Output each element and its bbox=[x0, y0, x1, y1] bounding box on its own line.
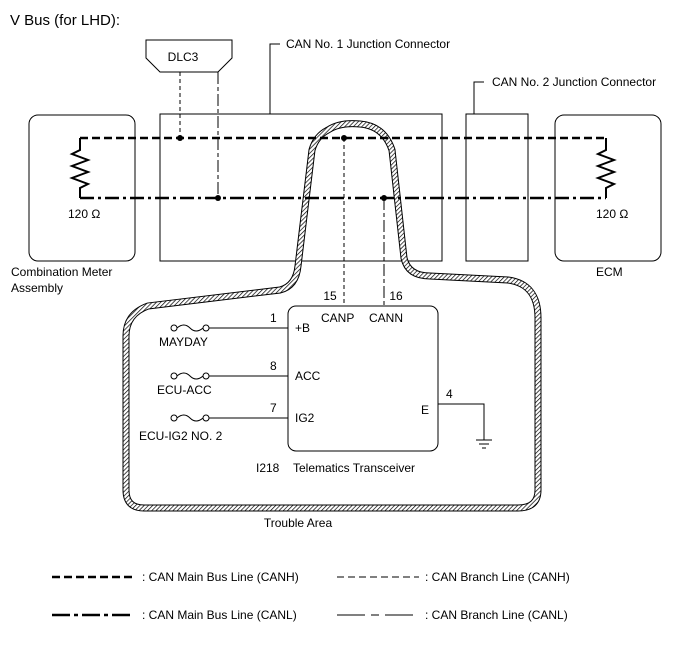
fuse-mayday-symbol bbox=[170, 324, 210, 332]
pin-b-number: 1 bbox=[270, 311, 277, 325]
legend-main-canh-label: : CAN Main Bus Line (CANH) bbox=[142, 570, 299, 584]
ecm-name: ECM bbox=[596, 265, 623, 279]
combination-meter-name-line2: Assembly bbox=[11, 281, 63, 295]
diagram-title: V Bus (for LHD): bbox=[10, 12, 120, 29]
fuse-ecu-acc-label: ECU-ACC bbox=[157, 383, 212, 397]
pin-canp-number: 15 bbox=[323, 289, 337, 303]
ground-icon bbox=[476, 439, 492, 449]
pin-ig2-number: 7 bbox=[270, 401, 277, 415]
pin-cann-name: CANN bbox=[369, 311, 403, 325]
legend-branch-canl-label: : CAN Branch Line (CANL) bbox=[425, 608, 568, 622]
junction-connector-2-leader bbox=[473, 81, 484, 114]
transceiver-connector-id: I218 bbox=[256, 461, 280, 475]
legend-main-canl-label: : CAN Main Bus Line (CANL) bbox=[142, 608, 297, 622]
transceiver-name: Telematics Transceiver bbox=[293, 461, 415, 475]
dlc3-label: DLC3 bbox=[168, 50, 199, 64]
junction-connector-2-label: CAN No. 2 Junction Connector bbox=[492, 75, 656, 89]
dlc3-canh-junction-dot bbox=[177, 135, 183, 141]
pin-e-number: 4 bbox=[446, 387, 453, 401]
legend-branch-canh-label: : CAN Branch Line (CANH) bbox=[425, 570, 570, 584]
dlc3-canl-junction-dot bbox=[215, 195, 221, 201]
combination-meter-resistor-label: 120 Ω bbox=[68, 207, 100, 221]
combination-meter-resistor bbox=[69, 138, 91, 198]
pin-ig2-name: IG2 bbox=[295, 411, 315, 425]
combination-meter-box bbox=[28, 114, 136, 262]
trouble-area-label: Trouble Area bbox=[264, 516, 333, 530]
ecm-resistor bbox=[595, 138, 617, 198]
wire-ground bbox=[438, 403, 485, 440]
trouble-area-hatch bbox=[123, 121, 541, 511]
pin-e-name: E bbox=[421, 403, 429, 417]
ecm-resistor-label: 120 Ω bbox=[596, 207, 628, 221]
transceiver-canh-junction-dot bbox=[341, 135, 347, 141]
pin-canp-name: CANP bbox=[321, 311, 354, 325]
fuse-ecu-ig2-symbol bbox=[170, 414, 210, 422]
junction-connector-2-box bbox=[465, 113, 529, 262]
combination-meter-name-line1: Combination Meter bbox=[11, 265, 112, 279]
junction-connector-1-leader bbox=[269, 43, 280, 114]
telematics-transceiver-box bbox=[287, 305, 439, 452]
transceiver-canl-junction-dot bbox=[381, 195, 387, 201]
fuse-mayday-label: MAYDAY bbox=[159, 335, 208, 349]
pin-acc-name: ACC bbox=[295, 369, 321, 383]
fuse-ecu-acc-symbol bbox=[170, 372, 210, 380]
pin-cann-number: 16 bbox=[389, 289, 403, 303]
fuse-ecu-ig2-label: ECU-IG2 NO. 2 bbox=[139, 429, 223, 443]
pin-b-name: +B bbox=[295, 321, 310, 335]
junction-connector-1-label: CAN No. 1 Junction Connector bbox=[286, 37, 450, 51]
ecm-box bbox=[554, 114, 662, 262]
pin-acc-number: 8 bbox=[270, 359, 277, 373]
